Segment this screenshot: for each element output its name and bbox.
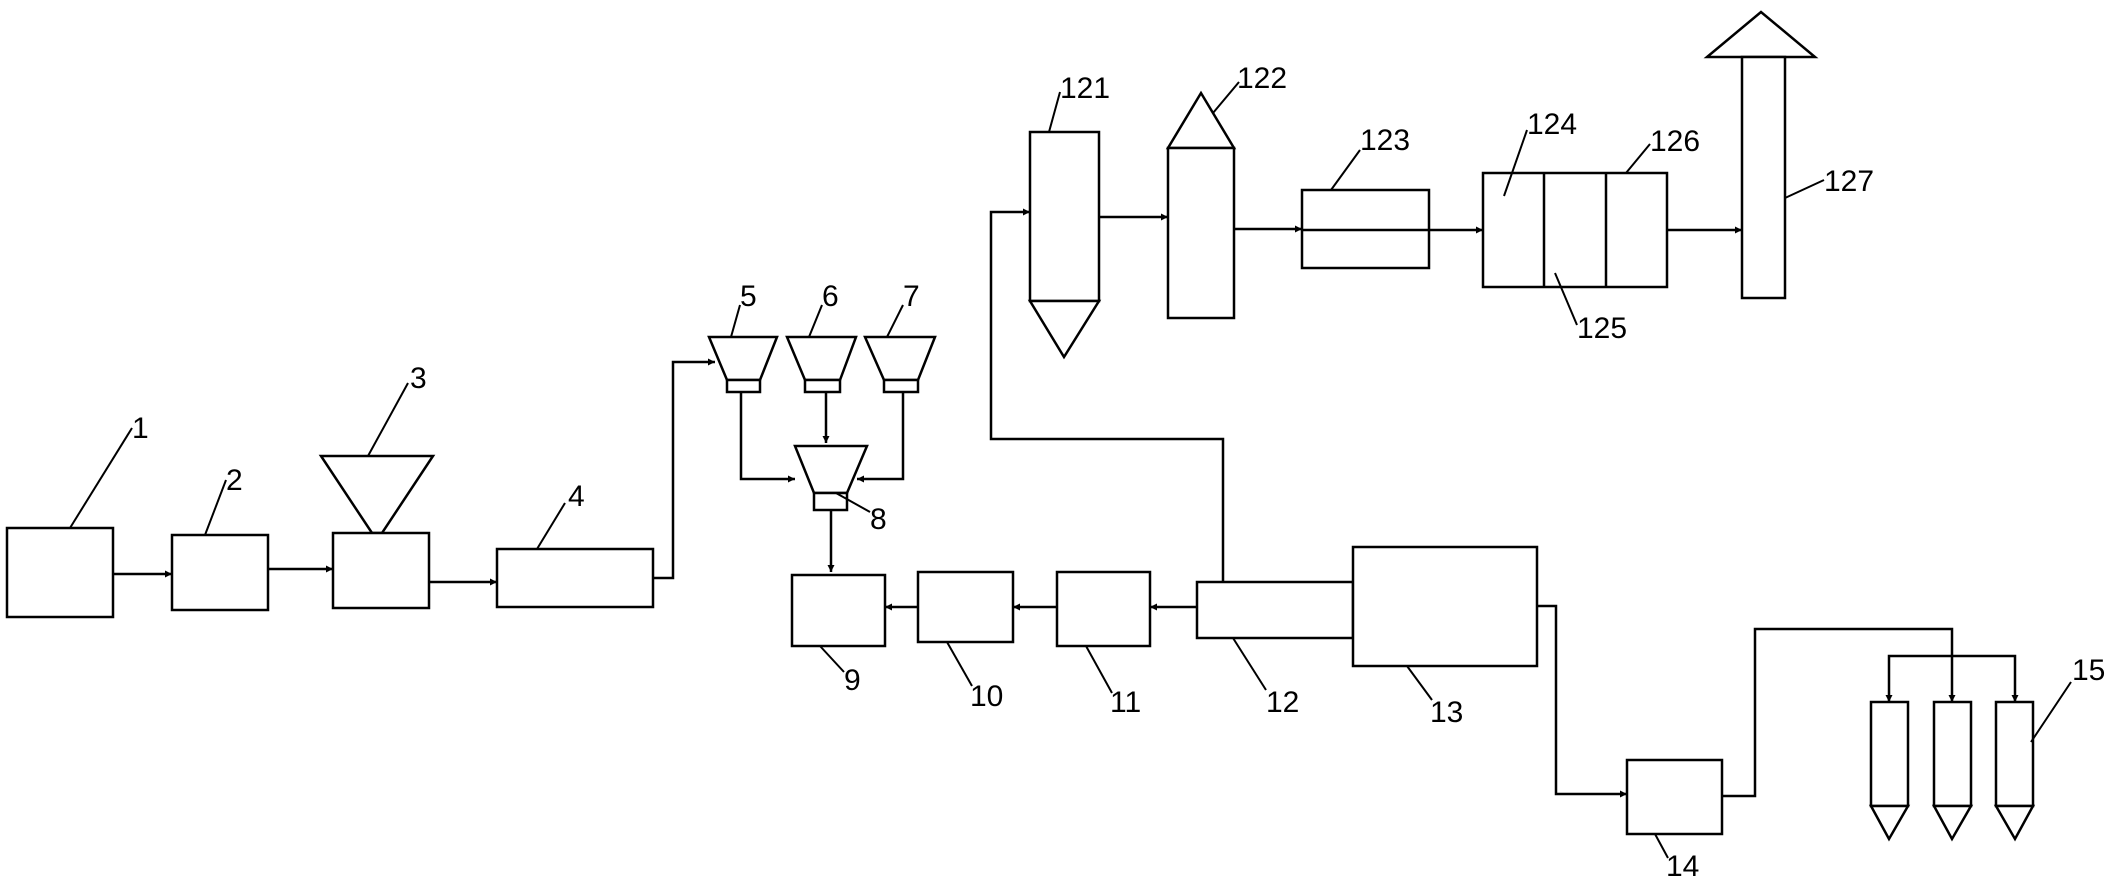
unit-15-silo-2 <box>1932 700 1973 808</box>
reference-labels: 1 2 3 4 5 6 7 8 9 10 11 12 13 14 15 121 … <box>132 62 2105 879</box>
leader-125 <box>1554 272 1578 326</box>
unit-3-hopper <box>318 454 436 535</box>
label-1: 1 <box>132 412 149 445</box>
leader-lines <box>69 81 2072 859</box>
label-9: 9 <box>844 664 861 697</box>
flow-14-to-15 <box>1722 627 1956 798</box>
leader-124 <box>1503 129 1528 197</box>
flow-4-to-5 <box>653 358 715 580</box>
unit-1-box <box>5 526 115 619</box>
unit-122-column <box>1166 146 1236 320</box>
unit-5-hopper <box>707 335 779 382</box>
flow-15-branch-right <box>1952 654 2019 702</box>
leader-5 <box>730 304 741 338</box>
label-8: 8 <box>870 503 887 536</box>
unit-6-outlet <box>803 378 842 394</box>
unit-15-silo-2-cone <box>1931 804 1974 842</box>
unit-15-silo-1-cone <box>1868 804 1911 842</box>
unit-8-outlet <box>812 491 849 512</box>
leader-15 <box>2030 681 2072 743</box>
leader-123 <box>1330 149 1361 191</box>
unit-121-cone <box>1027 299 1102 360</box>
flow-15-branch-left <box>1885 654 1952 702</box>
unit-12-box <box>1195 580 1355 640</box>
leader-126 <box>1625 143 1651 174</box>
unit-10-box <box>916 570 1015 644</box>
label-121: 121 <box>1060 72 1110 105</box>
leader-7 <box>886 304 904 338</box>
unit-5-outlet <box>725 378 762 394</box>
leader-127 <box>1784 179 1825 199</box>
leader-8 <box>835 492 871 513</box>
unit-2-box <box>170 533 270 612</box>
unit-14-box <box>1625 758 1724 836</box>
unit-6-hopper <box>785 335 858 382</box>
leader-6 <box>808 304 823 338</box>
leader-122 <box>1212 81 1240 114</box>
label-125: 125 <box>1577 312 1627 345</box>
unit-11-box <box>1055 570 1152 648</box>
unit-9-box <box>790 573 887 648</box>
unit-15-silo-3-cone <box>1993 804 2036 842</box>
label-15: 15 <box>2072 654 2105 687</box>
unit-3-box <box>331 531 431 610</box>
unit-15-silo-3 <box>1994 700 2035 808</box>
unit-15-silo-1 <box>1869 700 1910 808</box>
unit-7-hopper <box>863 335 937 382</box>
unit-8-mixer <box>793 444 869 495</box>
flow-7-to-8 <box>857 392 905 483</box>
label-10: 10 <box>970 680 1003 713</box>
leader-2 <box>204 479 227 536</box>
leader-4 <box>536 502 566 550</box>
label-124: 124 <box>1527 108 1577 141</box>
leader-10 <box>946 641 973 687</box>
flow-5-to-8 <box>739 392 795 483</box>
label-7: 7 <box>903 280 920 313</box>
leader-12 <box>1232 637 1267 691</box>
leader-3 <box>367 382 409 457</box>
label-3: 3 <box>410 362 427 395</box>
leader-121 <box>1048 91 1061 133</box>
label-13: 13 <box>1430 696 1463 729</box>
leader-11 <box>1085 645 1113 694</box>
label-123: 123 <box>1360 124 1410 157</box>
label-4: 4 <box>568 480 585 513</box>
unit-4-box <box>495 547 655 609</box>
leader-9 <box>819 645 845 673</box>
leader-13 <box>1406 665 1433 701</box>
leader-1 <box>69 427 133 529</box>
equipment <box>5 10 2036 842</box>
unit-7-outlet <box>882 378 920 394</box>
leader-14 <box>1654 833 1669 859</box>
label-122: 122 <box>1237 62 1287 95</box>
unit-13-box <box>1351 545 1539 668</box>
label-11: 11 <box>1110 686 1141 719</box>
unit-124-126-block <box>1481 171 1669 289</box>
label-12: 12 <box>1266 686 1299 719</box>
unit-127-cap <box>1703 10 1819 59</box>
label-126: 126 <box>1650 125 1700 158</box>
label-6: 6 <box>822 280 839 313</box>
label-127: 127 <box>1824 165 1874 198</box>
label-2: 2 <box>226 464 243 497</box>
label-14: 14 <box>1666 850 1699 879</box>
unit-121-column <box>1028 130 1101 303</box>
flow-13-to-14 <box>1537 604 1627 798</box>
flow-connections <box>113 208 2019 798</box>
flow-12-to-121 <box>989 208 1225 582</box>
unit-127-stack <box>1740 55 1787 300</box>
label-5: 5 <box>740 280 757 313</box>
